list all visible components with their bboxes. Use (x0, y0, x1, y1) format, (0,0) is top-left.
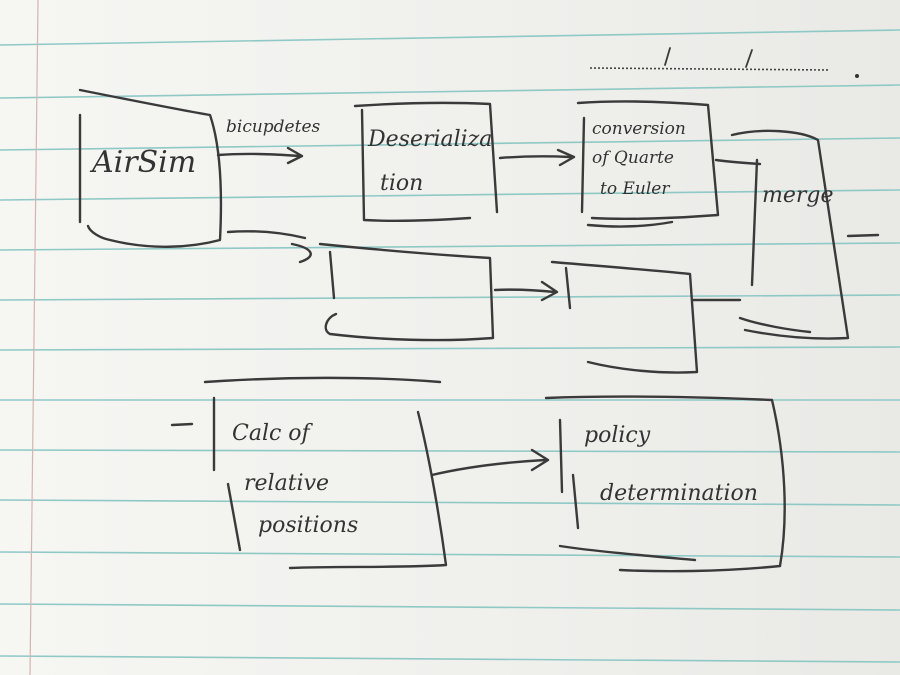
deserialization-label-2: tion (380, 171, 423, 196)
edge-box1-box2 (493, 280, 559, 302)
merge-label: merge (762, 183, 834, 208)
edge-airsim-deserialization: bicupdetes (216, 117, 321, 165)
edge-airsim-box1 (226, 230, 312, 264)
edge-label: bicupdetes (226, 117, 321, 137)
merge-box: merge (730, 129, 880, 340)
policy-label-2: determination (600, 481, 758, 506)
margin-line (29, 0, 39, 675)
unlabeled-box-1 (318, 242, 495, 342)
edge-calc-policy (430, 448, 550, 477)
airsim-box: AirSim (78, 88, 223, 248)
edge-deserialization-conversion (498, 148, 576, 167)
calc-label-3: positions (258, 513, 358, 538)
airsim-label: AirSim (89, 145, 196, 180)
policy-box: policy determination (544, 395, 786, 573)
calc-box: Calc of relative positions (170, 376, 448, 570)
calc-label-1: Calc of (232, 421, 314, 446)
conversion-label-2: of Quarte (592, 148, 674, 168)
conversion-box: conversion of Quarte to Euler (576, 100, 720, 228)
ruled-lines (0, 29, 900, 663)
edge-conversion-merge (714, 158, 762, 166)
date-line (589, 47, 859, 78)
conversion-label-1: conversion (592, 119, 686, 139)
conversion-label-3: to Euler (600, 179, 670, 199)
deserialization-box: Deserializa tion (353, 101, 499, 223)
policy-label-1: policy (584, 423, 651, 448)
merge-output-line (846, 233, 880, 238)
calc-label-2: relative (244, 471, 329, 496)
unlabeled-box-2 (550, 260, 699, 374)
deserialization-label-1: Deserializa (367, 127, 492, 152)
